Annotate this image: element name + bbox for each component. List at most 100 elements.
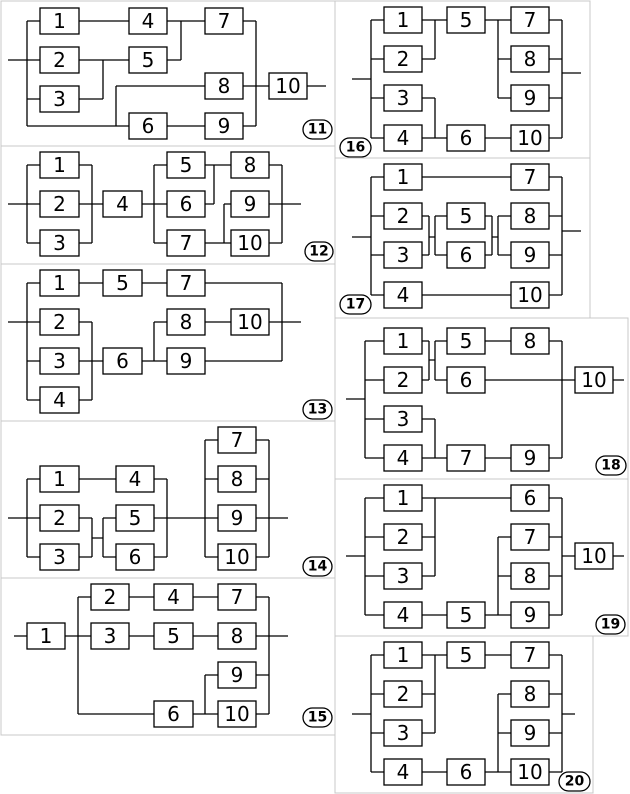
svg-text:1: 1: [397, 486, 410, 510]
block: 2: [90, 583, 130, 611]
svg-text:6: 6: [129, 545, 142, 569]
block: 10: [510, 124, 550, 152]
svg-text:2: 2: [397, 47, 410, 71]
block: 3: [383, 84, 423, 112]
block: 10: [230, 229, 270, 257]
block: 5: [153, 622, 194, 650]
svg-text:9: 9: [524, 446, 537, 470]
svg-text:5: 5: [460, 329, 473, 353]
svg-text:8: 8: [524, 47, 537, 71]
block: 8: [510, 327, 550, 355]
block: 8: [510, 680, 550, 708]
svg-text:2: 2: [397, 525, 410, 549]
block: 9: [217, 504, 257, 532]
svg-text:6: 6: [142, 114, 155, 138]
svg-text:7: 7: [180, 271, 193, 295]
diagram-number-badge: 17: [339, 294, 372, 315]
svg-text:7: 7: [218, 9, 231, 33]
block: 1: [39, 151, 80, 179]
svg-text:1: 1: [397, 329, 410, 353]
block: 6: [102, 347, 143, 375]
svg-text:14: 14: [308, 559, 328, 575]
block: 6: [446, 758, 486, 786]
svg-text:8: 8: [180, 310, 193, 334]
block: 8: [204, 72, 244, 100]
svg-text:7: 7: [524, 525, 537, 549]
block: 9: [510, 84, 550, 112]
block: 1: [39, 269, 80, 297]
svg-text:20: 20: [565, 774, 585, 790]
block: 5: [446, 641, 486, 669]
block: 7: [217, 426, 257, 454]
svg-text:5: 5: [460, 603, 473, 627]
block: 7: [166, 229, 206, 257]
block: 1: [383, 163, 423, 191]
block: 10: [510, 758, 550, 786]
svg-text:10: 10: [517, 126, 542, 150]
svg-text:10: 10: [581, 544, 606, 568]
svg-text:1: 1: [397, 8, 410, 32]
block: 5: [128, 46, 168, 74]
svg-text:6: 6: [116, 349, 129, 373]
svg-text:10: 10: [237, 310, 262, 334]
block: 3: [90, 622, 130, 650]
block: 3: [39, 85, 80, 113]
diagram-number-badge: 15: [302, 707, 333, 728]
svg-text:6: 6: [167, 702, 180, 726]
svg-text:19: 19: [601, 617, 620, 633]
svg-text:6: 6: [180, 192, 193, 216]
svg-text:9: 9: [524, 721, 537, 745]
diagram-number-badge: 19: [595, 614, 626, 635]
svg-text:2: 2: [53, 48, 66, 72]
block: 2: [383, 366, 423, 394]
svg-text:10: 10: [224, 702, 249, 726]
block: 4: [115, 465, 155, 493]
block: 6: [128, 112, 168, 140]
svg-text:5: 5: [129, 506, 142, 530]
block: 10: [217, 543, 257, 571]
svg-text:5: 5: [460, 643, 473, 667]
svg-text:3: 3: [53, 87, 66, 111]
svg-text:3: 3: [397, 407, 410, 431]
block: 9: [510, 241, 550, 269]
block: 6: [510, 484, 550, 512]
block: 6: [115, 543, 155, 571]
block: 5: [446, 202, 486, 230]
block: 7: [510, 163, 550, 191]
diagram-13: 1 2 3 4 5 6 7 8 9 10 13: [0, 263, 336, 422]
block: 3: [383, 405, 423, 433]
svg-text:5: 5: [180, 153, 193, 177]
svg-text:13: 13: [308, 402, 327, 418]
block: 5: [446, 601, 486, 629]
svg-text:7: 7: [231, 585, 244, 609]
block: 4: [102, 190, 143, 218]
svg-text:3: 3: [104, 624, 117, 648]
svg-text:2: 2: [53, 506, 66, 530]
block: 10: [268, 72, 308, 100]
block: 3: [383, 241, 423, 269]
svg-text:3: 3: [53, 231, 66, 255]
svg-text:7: 7: [180, 231, 193, 255]
diagram-19: 1 2 3 4 5 6 7 8 9 10 19: [334, 478, 629, 637]
diagram-16: 1 2 3 4 5 6 7 8 9 10 16: [334, 0, 591, 159]
block: 9: [510, 601, 550, 629]
block: 10: [574, 366, 614, 394]
block: 4: [383, 601, 423, 629]
svg-text:5: 5: [142, 48, 155, 72]
svg-text:7: 7: [524, 643, 537, 667]
svg-text:8: 8: [231, 624, 244, 648]
svg-text:3: 3: [397, 721, 410, 745]
block: 1: [383, 641, 423, 669]
block: 3: [39, 347, 80, 375]
svg-text:4: 4: [397, 283, 410, 307]
block: 5: [446, 327, 486, 355]
block: 8: [166, 308, 206, 336]
block: 2: [383, 680, 423, 708]
svg-text:9: 9: [231, 663, 244, 687]
svg-text:4: 4: [397, 126, 410, 150]
svg-text:7: 7: [524, 8, 537, 32]
block: 10: [217, 700, 257, 728]
block: 4: [153, 583, 194, 611]
block: 8: [510, 45, 550, 73]
